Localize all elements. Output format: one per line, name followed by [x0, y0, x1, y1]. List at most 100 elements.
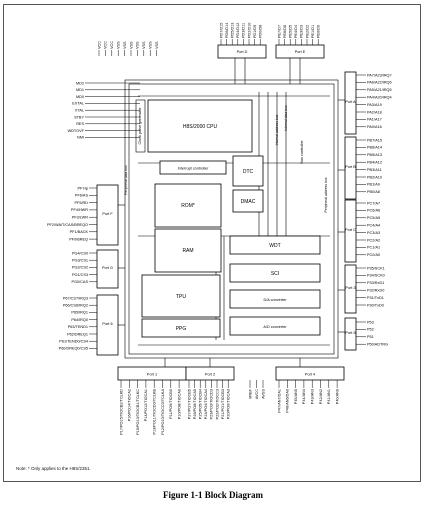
pin-label: PG4/CS0 [72, 251, 88, 255]
pin-label: P30/TxD0 [367, 303, 384, 307]
pin-label: P17/PO15/TIOCB2/TCLKD [119, 389, 123, 435]
pin-label: P50/ADTRG [367, 343, 388, 347]
pin-label: PE2/D2 [305, 25, 309, 38]
pin-label: PC0/A0 [367, 253, 380, 257]
pin-label: PA1/A17 [367, 118, 382, 122]
diagram-frame [3, 4, 421, 482]
pin-label: P33/RxD1 [367, 281, 384, 285]
port-5-box [344, 317, 357, 351]
pin-label: RES [76, 122, 84, 126]
pin-label: VSS [149, 41, 153, 49]
pin-label: NMI [77, 136, 84, 140]
pin-label: P23/PO3/TIOCD3 [210, 389, 214, 419]
internal-address-bus-label: Internal address bus [275, 114, 279, 145]
pin-label: P13/PO11/TIOCD0/TCLKB [153, 389, 157, 435]
port-b-label: Port B [345, 165, 356, 169]
da-label: D/A converter [263, 298, 287, 302]
rom-block [154, 183, 222, 228]
pin-label: PC1/A1 [367, 246, 380, 250]
pin-label: PF4/HWR [71, 208, 88, 212]
pin-label: PC7/A7 [367, 201, 380, 205]
pin-label: PC3/A3 [367, 231, 380, 235]
ppg-block [141, 318, 221, 338]
pin-label: PD6/D14 [225, 23, 229, 38]
dmac-block [232, 189, 264, 213]
port-d-label: Port D [237, 50, 248, 54]
pin-label: P45/AN5 [294, 389, 298, 404]
pin-label: AVCC [255, 389, 259, 400]
peripheral-address-bus-label: Peripheral address bus [324, 177, 328, 212]
port-4-box [275, 366, 345, 381]
function-blocks: H8S/2000 CPU Clock pulse generator Inter… [124, 99, 328, 338]
port-b-box [344, 136, 357, 200]
port-4-label: Port 4 [305, 373, 315, 377]
pin-label: VSS [117, 41, 121, 49]
pin-label: P41/AN1 [327, 389, 331, 404]
pin-label: PG1/CS3 [72, 273, 88, 277]
pin-label: EXTAL [72, 102, 84, 106]
port-3-label: Port 3 [345, 286, 355, 290]
port-a-label: Port A [345, 100, 356, 104]
pin-label: PB0/A8 [367, 190, 380, 194]
interrupt-label: Interrupt controller [178, 167, 210, 171]
pin-label: PE6/D6 [283, 25, 287, 38]
port-e-box [275, 44, 325, 59]
pin-label: MD1 [76, 88, 84, 92]
port-g-box [96, 249, 119, 289]
pin-label: P10/PO8/TIOCA0 [177, 389, 181, 419]
ram-block [154, 228, 222, 273]
pin-label: P27/PO7/TIOCB5 [187, 389, 191, 419]
pin-label: P11/PO9/TIOCB0 [169, 389, 173, 419]
pin-label: PB6/A14 [367, 146, 382, 150]
ad-label: A/D converter [263, 325, 287, 329]
pin-label: P60/DREQ0/CS5 [59, 347, 88, 351]
pin-label: VSS [142, 41, 146, 49]
port-blocks: Port D Port E Port A Port B Port C Port … [96, 44, 357, 381]
pin-label: P14/PO12/TIOCA1 [144, 389, 148, 421]
pin-label: PG2/CS2 [72, 266, 88, 270]
tpu-block [141, 274, 221, 318]
clock-label: Clock pulse generator [138, 107, 142, 145]
pin-label: PA0/A16 [367, 125, 382, 129]
interrupt-block [159, 160, 227, 175]
pin-label: P46/AN6/DA0 [286, 389, 290, 413]
pin-label: PG3/CS1 [72, 259, 88, 263]
pin-label: PB1/A9 [367, 183, 380, 187]
dtc-block [232, 155, 264, 187]
pin-label: PB5/A13 [367, 153, 382, 157]
port-1-label: Port 1 [147, 373, 157, 377]
cpu-block [147, 99, 253, 153]
cpu-label: H8S/2000 CPU [183, 124, 218, 130]
pin-label: MD2 [76, 81, 84, 85]
peripheral-data-bus-label: Peripheral data bus [124, 165, 128, 195]
pin-label: PE3/D3 [300, 25, 304, 38]
ram-label: RAM [182, 248, 193, 254]
pin-label: PF6/AS [75, 194, 89, 198]
pin-label: P15/PO13/TIOCB1/TCLKC [136, 389, 140, 435]
pin-label: PC2/A2 [367, 238, 380, 242]
pin-label: PF1/BACK [70, 230, 89, 234]
pin-label: P53 [367, 320, 374, 324]
port-f-label: Port F [102, 212, 113, 216]
wdt-label: WDT [269, 243, 280, 249]
port-5-label: Port 5 [345, 331, 355, 335]
pin-label: PE4/D4 [294, 25, 298, 38]
pin-label: WDTOVF [68, 129, 85, 133]
pin-label: PB2/A10 [367, 175, 382, 179]
port-2-label: Port 2 [205, 373, 215, 377]
pin-label: PC6/A6 [367, 209, 380, 213]
pin-label: PC5/A5 [367, 216, 380, 220]
port-2-box [185, 366, 235, 381]
pin-label: P61/TEND0/CS4 [59, 340, 88, 344]
pin-label: P42/AN2 [319, 389, 323, 404]
clock-block [135, 99, 146, 153]
pin-label: VSS [123, 41, 127, 49]
pin-label: PF0/BREQ [69, 237, 88, 241]
pin-label: PB4/A12 [367, 161, 382, 165]
pin-label: PD0/D8 [259, 25, 263, 38]
pin-label: STBY [74, 115, 84, 119]
pin-label: PC4/A4 [367, 224, 380, 228]
ad-block [229, 316, 321, 336]
pin-label: VCC [104, 41, 108, 49]
port-a-box [344, 71, 357, 135]
